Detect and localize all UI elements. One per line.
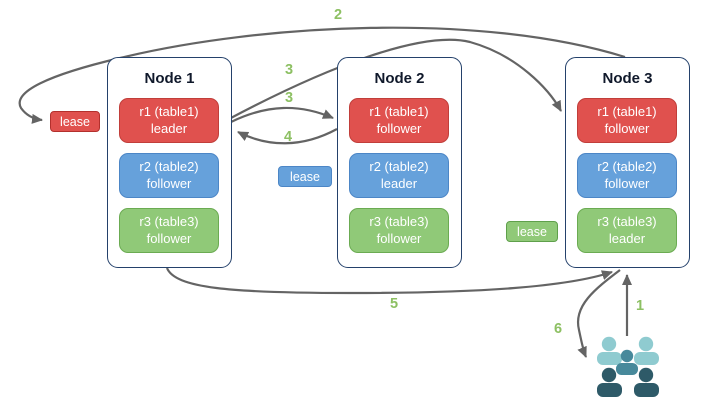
step-label-6: 6	[554, 321, 563, 337]
node-2-title: Node 2	[374, 70, 425, 87]
replica-role: leader	[380, 175, 418, 191]
replica-role: follower	[376, 230, 422, 246]
step-label-3a: 3	[285, 62, 294, 78]
node-1-replica-r1: r1 (table1) leader	[119, 98, 219, 143]
replica-name: r2 (table2)	[139, 158, 199, 174]
users-icon	[597, 336, 659, 397]
node-3: Node 3 r1 (table1) follower r2 (table2) …	[565, 57, 690, 268]
step-label-5: 5	[390, 296, 399, 312]
replica-name: r3 (table3)	[369, 213, 429, 229]
node-2: Node 2 r1 (table1) follower r2 (table2) …	[337, 57, 462, 268]
node-3-replica-r1: r1 (table1) follower	[577, 98, 677, 143]
lease-badge-node3-r3: lease	[506, 221, 558, 242]
replica-name: r1 (table1)	[369, 103, 429, 119]
step-label-4: 4	[284, 129, 293, 145]
replica-name: r2 (table2)	[369, 158, 429, 174]
replica-name: r3 (table3)	[597, 213, 657, 229]
node-1-replica-r2: r2 (table2) follower	[119, 153, 219, 198]
node-1-title: Node 1	[144, 70, 195, 87]
node-2-replica-r1: r1 (table1) follower	[349, 98, 449, 143]
node-1-replica-r3: r3 (table3) follower	[119, 208, 219, 253]
replica-role: follower	[604, 120, 650, 136]
replica-name: r1 (table1)	[597, 103, 657, 119]
replica-name: r2 (table2)	[597, 158, 657, 174]
replica-name: r3 (table3)	[139, 213, 199, 229]
replica-role: follower	[604, 175, 650, 191]
step-label-3b: 3	[285, 90, 294, 106]
arrow-step-3-to-node2	[230, 106, 334, 123]
node-2-replica-r2: r2 (table2) leader	[349, 153, 449, 198]
lease-badge-node2-r2: lease	[278, 166, 332, 187]
lease-badge-node1-r1: lease	[50, 111, 100, 132]
step-label-2: 2	[334, 7, 343, 23]
arrow-step-6	[576, 269, 621, 358]
replica-role: follower	[146, 230, 192, 246]
node-1: Node 1 r1 (table1) leader r2 (table2) fo…	[107, 57, 232, 268]
replica-role: follower	[146, 175, 192, 191]
node-3-replica-r2: r2 (table2) follower	[577, 153, 677, 198]
replica-role: leader	[608, 230, 646, 246]
node-3-replica-r3: r3 (table3) leader	[577, 208, 677, 253]
node-2-replica-r3: r3 (table3) follower	[349, 208, 449, 253]
replica-role: leader	[150, 120, 188, 136]
replica-name: r1 (table1)	[139, 103, 199, 119]
replica-role: follower	[376, 120, 422, 136]
arrow-step-5	[165, 267, 613, 295]
step-label-1: 1	[636, 298, 645, 314]
node-3-title: Node 3	[602, 70, 653, 87]
